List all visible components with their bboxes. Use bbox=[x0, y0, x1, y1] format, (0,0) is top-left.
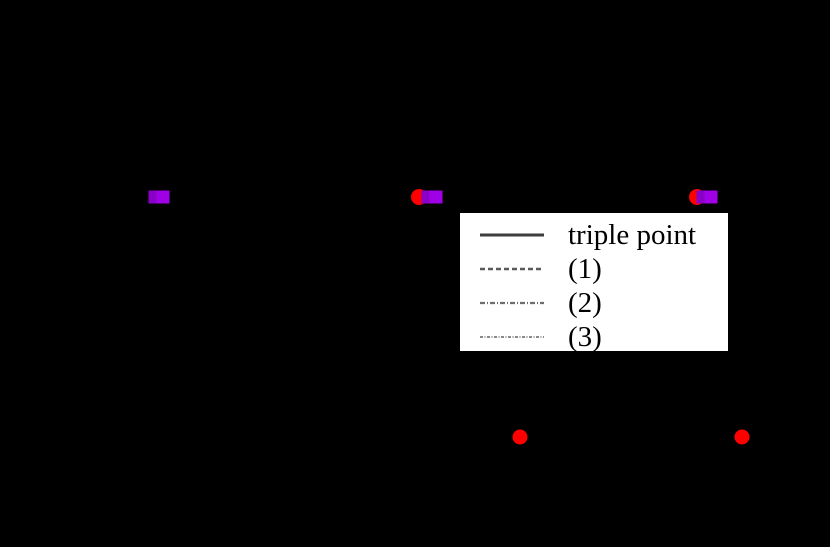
legend-entry-triple-point: triple point bbox=[460, 218, 728, 252]
legend-label-triple-point: triple point bbox=[568, 218, 697, 251]
data-point-marker-purple bbox=[156, 190, 170, 204]
legend-line-sample-solid bbox=[479, 230, 545, 240]
legend-line-sample-dashed bbox=[479, 264, 545, 274]
legend-entry-1: (1) bbox=[460, 252, 728, 286]
data-point-marker-purple bbox=[704, 190, 718, 204]
legend-entry-3: (3) bbox=[460, 320, 728, 354]
legend-label-1: (1) bbox=[568, 252, 602, 285]
data-point-marker-purple bbox=[429, 190, 443, 204]
legend-line-sample-dashdot bbox=[479, 298, 545, 308]
data-point-marker-red bbox=[512, 429, 528, 445]
legend-label-2: (2) bbox=[568, 286, 602, 319]
legend-label-3: (3) bbox=[568, 320, 602, 353]
chart-legend: triple point (1) (2) bbox=[459, 212, 729, 352]
legend-line-sample-dashdotdot bbox=[479, 332, 545, 342]
data-point-marker-red bbox=[734, 429, 750, 445]
legend-entry-2: (2) bbox=[460, 286, 728, 320]
